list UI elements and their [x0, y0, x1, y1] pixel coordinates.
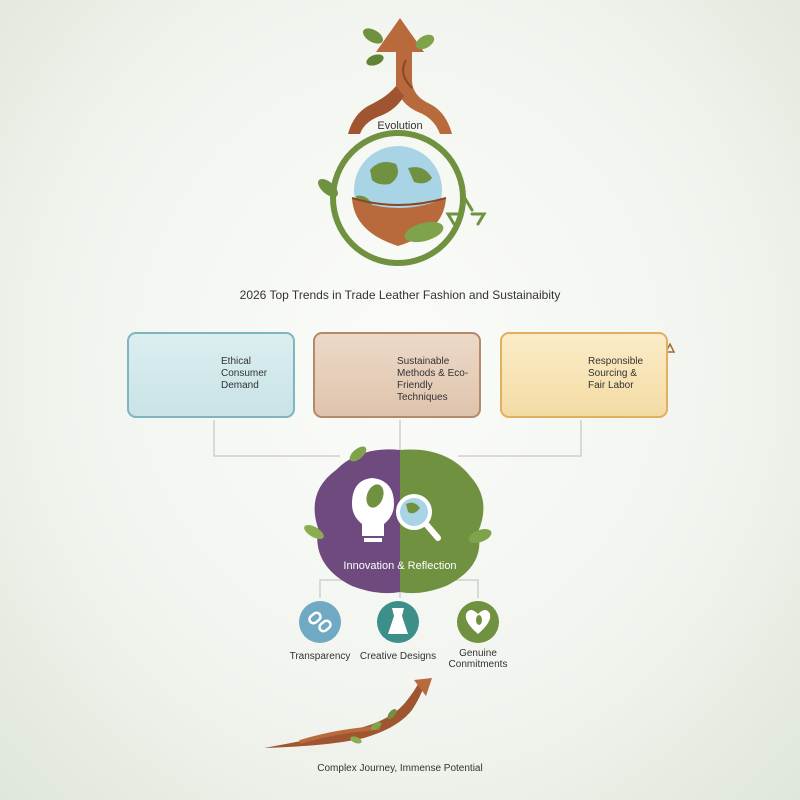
innovation-label: Innovation & Reflection — [343, 560, 457, 572]
card-label: Ethical Consumer Demand — [221, 356, 268, 391]
card-sustainable-methods: Sustainable Methods & Eco-Friendly Techn… — [313, 332, 481, 418]
innovation-blob — [304, 446, 492, 594]
lightbulb-icon — [352, 478, 394, 542]
recycle-icon — [445, 197, 487, 226]
evolution-arrow-icon — [348, 18, 452, 134]
page-title: 2026 Top Trends in Trade Leather Fashion… — [239, 288, 561, 302]
evolution-label: Evolution — [377, 120, 423, 132]
globe-icon — [318, 130, 466, 266]
journey-arrow-icon — [264, 678, 432, 748]
footer-caption: Complex Journey, Immense Potential — [317, 763, 483, 774]
outcome-label-genuine-commitments: Genuine Conmitments — [448, 648, 508, 670]
card-ethical-consumer-demand: Ethical Consumer Demand — [127, 332, 295, 418]
outcome-label-creative-designs: Creative Designs — [359, 651, 437, 662]
outcome-circle-1 — [377, 601, 419, 643]
card-responsible-sourcing: Responsible Sourcing & Fair Labor — [500, 332, 668, 418]
magnifier-globe-icon — [396, 494, 441, 541]
outcome-circle-0 — [299, 601, 341, 643]
outcome-label-transparency: Transparency — [289, 651, 351, 662]
outcome-circle-2 — [457, 601, 499, 643]
card-label: Sustainable Methods & Eco-Friendly Techn… — [397, 356, 469, 403]
card-label: Responsible Sourcing & Fair Labor — [588, 356, 644, 391]
